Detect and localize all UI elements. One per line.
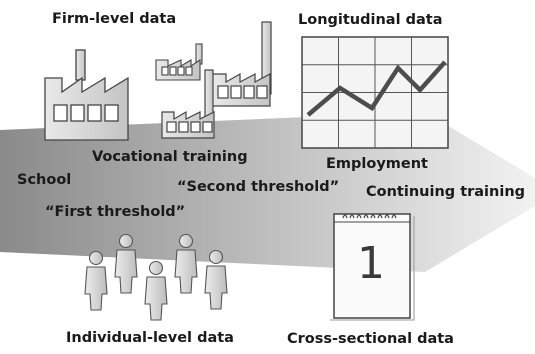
- label-employment: Employment: [326, 156, 428, 172]
- label-longitudinal-data: Longitudinal data: [298, 12, 443, 28]
- person-icon: [114, 233, 138, 294]
- label-firm-level-data: Firm-level data: [52, 11, 177, 27]
- label-vocational-training: Vocational training: [92, 149, 248, 165]
- factory-icon: [44, 49, 129, 141]
- person-icon-group: [84, 233, 228, 321]
- label-cross-sectional-data: Cross-sectional data: [287, 331, 454, 347]
- label-individual-level-data: Individual-level data: [66, 330, 234, 346]
- label-school: School: [17, 172, 72, 188]
- factory-icon: [161, 69, 215, 139]
- line-chart-icon: [301, 36, 449, 149]
- label-second-threshold: “Second threshold”: [177, 179, 340, 195]
- person-icon: [144, 260, 168, 321]
- person-icon: [174, 233, 198, 294]
- factory-icon: [211, 21, 272, 107]
- person-icon: [204, 249, 228, 310]
- label-first-threshold: “First threshold”: [45, 204, 186, 220]
- calendar-icon: [330, 213, 415, 321]
- factory-icon: [155, 43, 203, 81]
- label-continuing-training: Continuing training: [366, 184, 526, 200]
- person-icon: [84, 250, 108, 311]
- calendar-day-number: 1: [357, 238, 385, 289]
